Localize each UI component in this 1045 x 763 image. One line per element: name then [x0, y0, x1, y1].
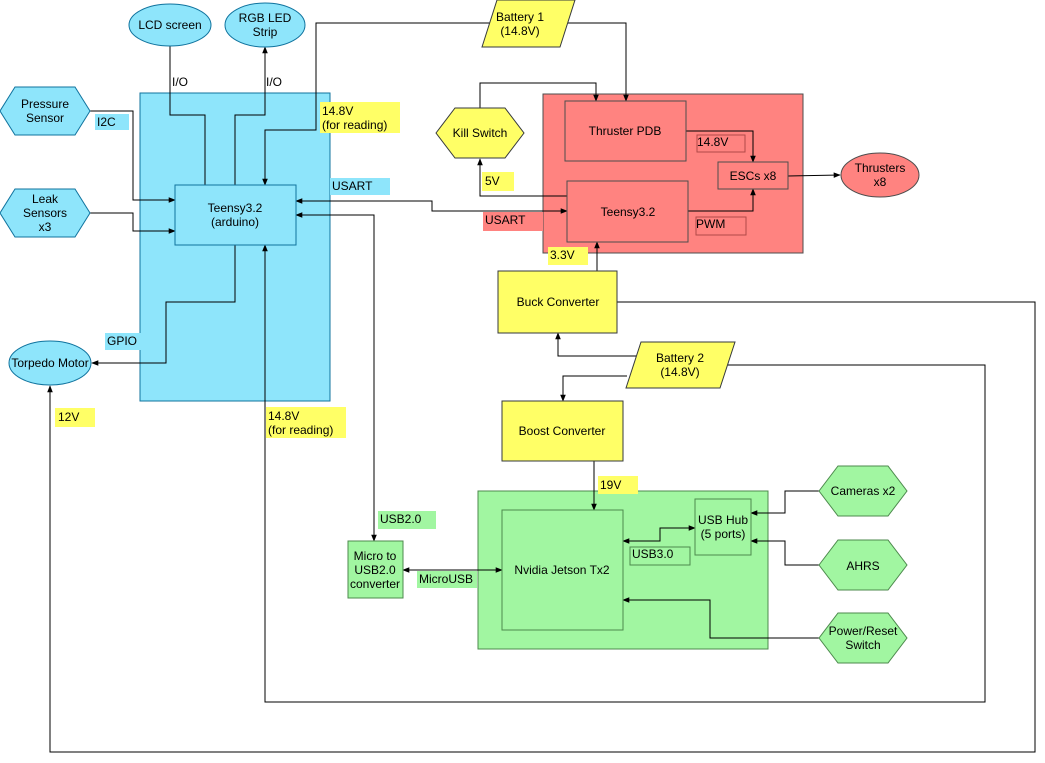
svg-text:Thruster PDB: Thruster PDB — [589, 124, 662, 138]
19v-label: 19V — [598, 476, 638, 494]
io-lcd-label: I/O — [172, 75, 188, 89]
svg-text:Micro to: Micro to — [354, 549, 397, 563]
svg-text:Battery 2: Battery 2 — [656, 351, 704, 365]
teensy-thruster-node: Teensy3.2 — [566, 180, 689, 243]
svg-text:I/O: I/O — [172, 75, 188, 89]
gpio-label: GPIO — [105, 333, 157, 350]
svg-text:Kill Switch: Kill Switch — [453, 126, 508, 140]
svg-text:PWM: PWM — [696, 217, 725, 231]
svg-text:Power/Reset: Power/Reset — [829, 624, 898, 638]
usart-blue-label: USART — [330, 178, 390, 195]
usb2-label: USB2.0 — [378, 511, 436, 529]
usart-red-label: USART — [483, 212, 543, 231]
buck-converter-node: Buck Converter — [497, 270, 618, 334]
cameras-node: Cameras x2 — [818, 465, 908, 517]
svg-text:5V: 5V — [485, 174, 500, 188]
svg-text:Sensors: Sensors — [23, 206, 67, 220]
svg-text:14.8V: 14.8V — [268, 409, 299, 423]
svg-text:Teensy3.2: Teensy3.2 — [208, 201, 263, 215]
jetson-node: Nvidia Jetson Tx2 — [501, 509, 624, 631]
svg-text:12V: 12V — [58, 410, 79, 424]
usb3-label: USB3.0 — [629, 546, 691, 566]
svg-text:(14.8V): (14.8V) — [660, 365, 699, 379]
svg-text:USART: USART — [485, 213, 526, 227]
12v-label: 12V — [55, 408, 95, 427]
boost-converter-node: Boost Converter — [501, 400, 624, 462]
svg-text:Buck Converter: Buck Converter — [517, 295, 600, 309]
svg-text:Strip: Strip — [253, 25, 278, 39]
svg-text:AHRS: AHRS — [846, 559, 879, 573]
svg-text:Sensor: Sensor — [26, 111, 64, 125]
svg-text:Thrusters: Thrusters — [855, 161, 906, 175]
pwm-label: PWM — [695, 216, 747, 236]
svg-text:USART: USART — [332, 179, 373, 193]
connection-wires — [47, 19, 1036, 753]
5v-label: 5V — [482, 172, 514, 191]
battery1-reading-label: 14.8V (for reading) — [320, 102, 400, 133]
battery-2-node: Battery 2 (14.8V) — [625, 341, 736, 389]
svg-text:RGB LED: RGB LED — [239, 11, 292, 25]
svg-text:19V: 19V — [600, 478, 621, 492]
thruster-pdb-node: Thruster PDB — [564, 100, 687, 162]
microusb-label: MicroUSB — [417, 571, 477, 588]
kill-switch-node: Kill Switch — [435, 107, 525, 159]
svg-text:Battery 1: Battery 1 — [496, 10, 544, 24]
rgb-led-strip-node: RGB LED Strip — [224, 2, 306, 48]
svg-text:x8: x8 — [874, 175, 887, 189]
i2c-label: I2C — [95, 114, 129, 130]
battery-1-node: Battery 1 (14.8V) — [481, 0, 576, 48]
svg-text:x3: x3 — [39, 220, 52, 234]
lcd-screen-node: LCD screen — [128, 3, 212, 47]
thrusters-node: Thrusters x8 — [840, 152, 920, 198]
svg-text:USB2.0: USB2.0 — [354, 563, 396, 577]
svg-text:(for reading): (for reading) — [268, 423, 333, 437]
escs-node: ESCs x8 — [717, 161, 789, 190]
svg-text:(14.8V): (14.8V) — [500, 24, 539, 38]
pressure-sensor-node: Pressure Sensor — [0, 86, 91, 136]
micro-usb-converter-node: Micro to USB2.0 converter — [347, 540, 404, 599]
svg-text:USB3.0: USB3.0 — [632, 547, 674, 561]
svg-text:Pressure: Pressure — [21, 97, 69, 111]
svg-text:LCD screen: LCD screen — [138, 18, 201, 32]
svg-text:3.3V: 3.3V — [550, 248, 575, 262]
svg-text:Cameras x2: Cameras x2 — [831, 484, 896, 498]
svg-text:I/O: I/O — [266, 75, 282, 89]
teensy-arduino-node: Teensy3.2 (arduino) — [174, 184, 297, 246]
power-reset-switch-node: Power/Reset Switch — [818, 612, 908, 664]
3-3v-label: 3.3V — [548, 247, 588, 265]
svg-text:ESCs x8: ESCs x8 — [730, 169, 777, 183]
svg-text:converter: converter — [350, 577, 400, 591]
ahrs-node: AHRS — [818, 539, 908, 591]
svg-text:Leak: Leak — [32, 192, 59, 206]
svg-text:14.8V: 14.8V — [697, 135, 728, 149]
svg-text:GPIO: GPIO — [107, 334, 137, 348]
svg-text:MicroUSB: MicroUSB — [419, 572, 473, 586]
svg-text:USB2.0: USB2.0 — [380, 512, 422, 526]
svg-text:Teensy3.2: Teensy3.2 — [601, 205, 656, 219]
svg-text:Nvidia Jetson Tx2: Nvidia Jetson Tx2 — [514, 563, 609, 577]
svg-text:(for reading): (for reading) — [322, 118, 387, 132]
svg-text:Torpedo Motor: Torpedo Motor — [11, 356, 88, 370]
svg-text:Switch: Switch — [845, 638, 880, 652]
14-8v-pdb-label: 14.8V — [696, 134, 746, 153]
svg-text:(arduino): (arduino) — [211, 215, 259, 229]
svg-text:USB Hub: USB Hub — [698, 513, 748, 527]
leak-sensors-node: Leak Sensors x3 — [0, 188, 91, 238]
usb-hub-node: USB Hub (5 ports) — [694, 498, 752, 556]
svg-text:(5 ports): (5 ports) — [701, 527, 746, 541]
svg-text:I2C: I2C — [97, 115, 116, 129]
svg-text:Boost Converter: Boost Converter — [519, 424, 606, 438]
io-rgb-label: I/O — [266, 75, 282, 89]
battery2-reading-label: 14.8V (for reading) — [266, 407, 346, 438]
torpedo-motor-node: Torpedo Motor — [8, 340, 92, 386]
svg-text:14.8V: 14.8V — [322, 104, 353, 118]
